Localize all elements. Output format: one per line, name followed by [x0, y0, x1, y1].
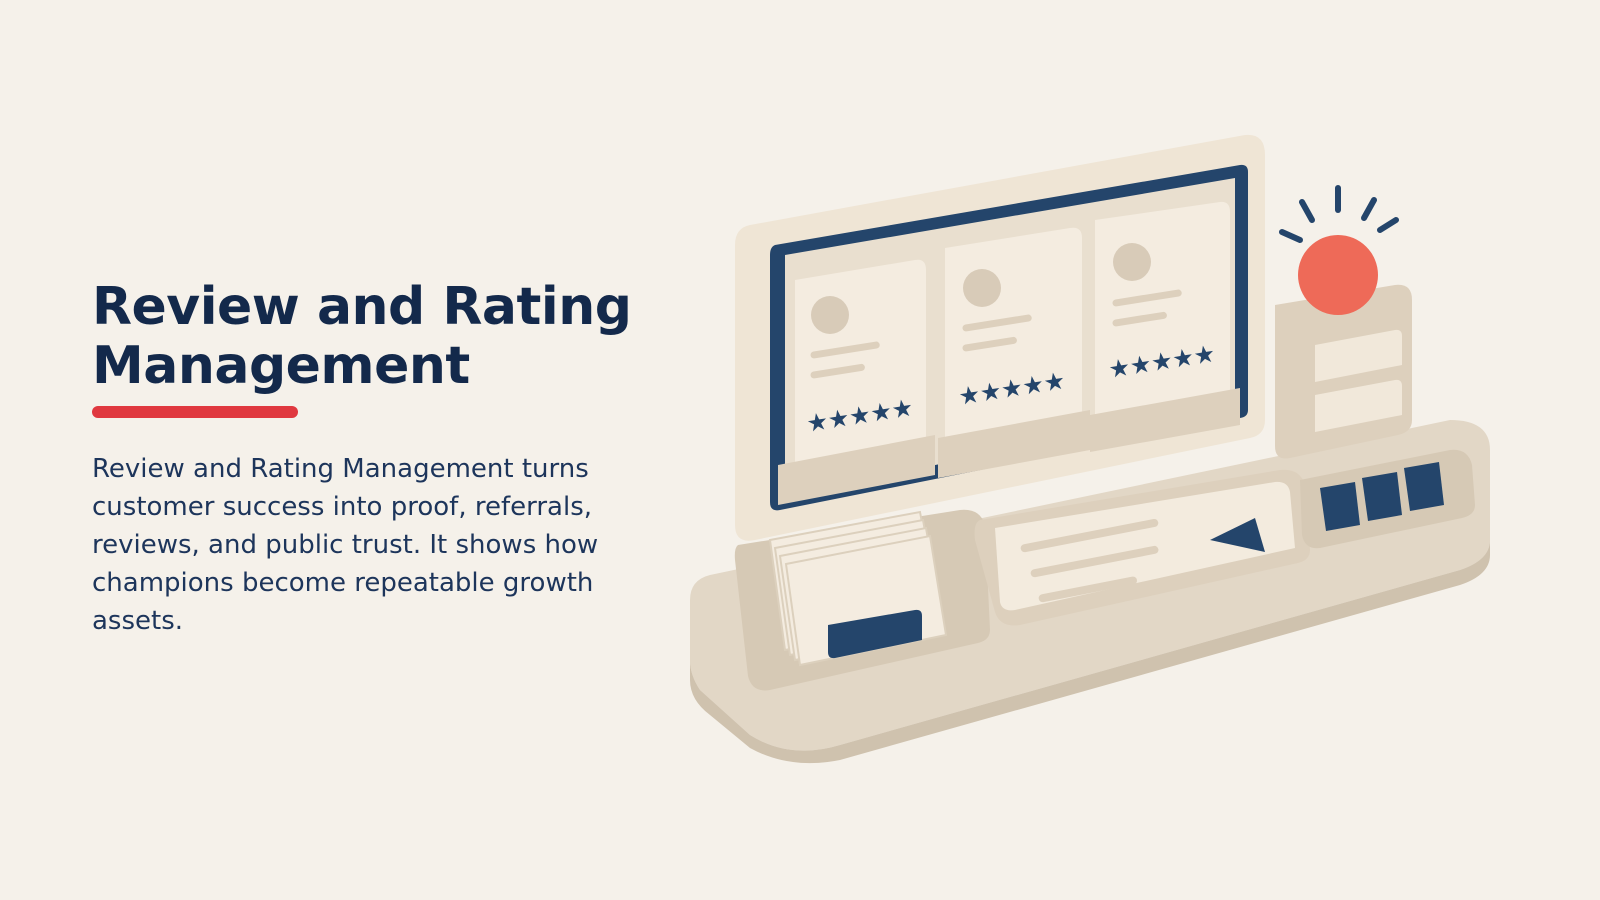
card-stack-tray	[734, 509, 990, 691]
key-buttons	[1320, 462, 1444, 531]
key-tray	[1300, 449, 1475, 549]
avatar-icon	[1113, 243, 1151, 281]
review-card: ★★★★★	[1090, 201, 1240, 452]
review-card: ★★★★★	[778, 259, 935, 505]
review-dashboard-illustration: ★★★★★ ★★★★★ ★★★★★	[690, 134, 1490, 764]
title-underline	[92, 406, 298, 418]
avatar-icon	[963, 269, 1001, 307]
review-card: ★★★★★	[938, 227, 1090, 478]
alert-light-icon	[1298, 235, 1378, 315]
action-panel	[974, 469, 1310, 626]
side-block	[1275, 185, 1412, 459]
slide-body: Review and Rating Management turns custo…	[92, 454, 599, 636]
play-icon	[1210, 518, 1265, 552]
slide-title: Review and Rating Management	[92, 277, 632, 396]
text-block: Review and Rating Management Review and …	[92, 278, 652, 640]
avatar-icon	[811, 296, 849, 334]
